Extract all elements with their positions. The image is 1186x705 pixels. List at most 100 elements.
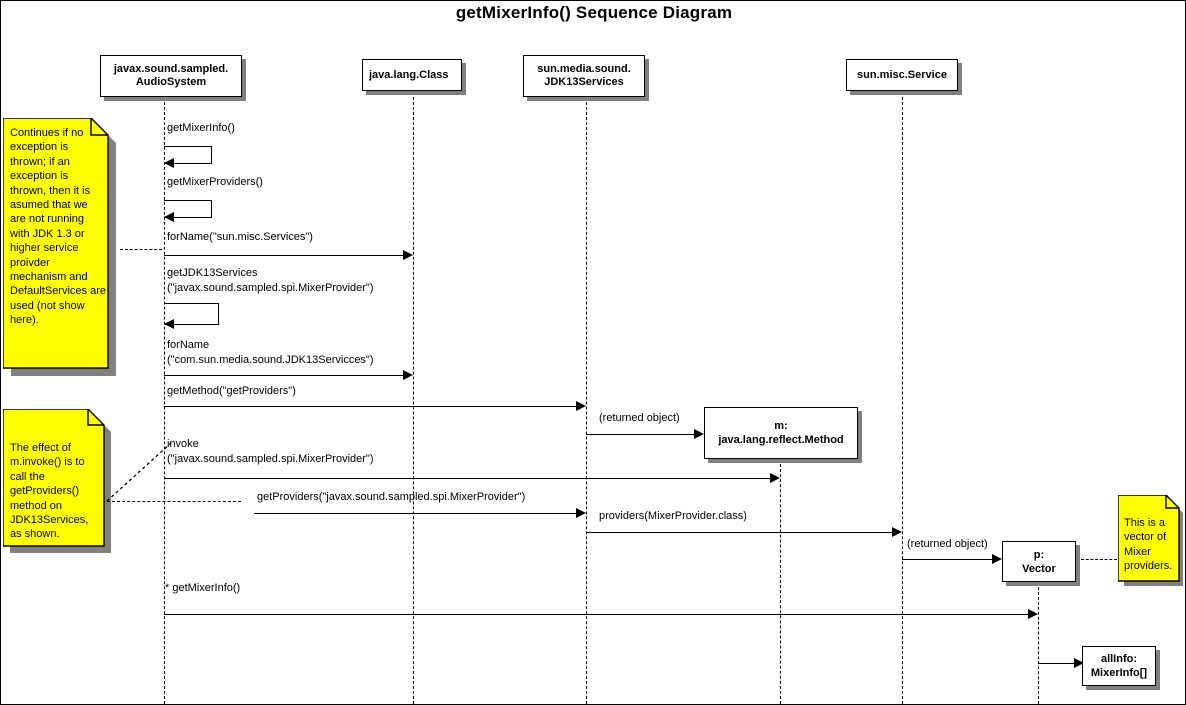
note-text-exception-handling: Continues if no exception is thrown; if … — [3, 118, 116, 332]
message-arrow-returned-object-method — [586, 434, 694, 435]
message-label-getmixerproviders: getMixerProviders() — [167, 176, 263, 188]
message-arrow-forname-services — [164, 255, 407, 256]
message-label-providers: providers(MixerProvider.class) — [599, 510, 747, 522]
arrowhead-right-returned-object-method — [694, 429, 704, 439]
arrowhead-right-getmethod — [576, 401, 586, 411]
message-arrow-returned-object-vector — [902, 559, 992, 560]
lifeline-audiosystem — [164, 97, 165, 704]
note-line: mechanism and — [10, 271, 88, 284]
note-line: higher service — [10, 242, 79, 255]
note-line: with JDK 1.3 or — [10, 227, 85, 240]
message-label-getjdk13services-line1: getJDK13Services — [167, 267, 258, 279]
self-call-getjdk13services — [164, 303, 219, 325]
arrowhead-right-invoke — [770, 473, 780, 483]
object-box-method[interactable]: m: java.lang.reflect.Method — [704, 407, 858, 459]
arrowhead-right-create-allinfo — [1074, 658, 1084, 668]
note-shape-icon — [1118, 495, 1183, 586]
note-line: call the — [10, 470, 45, 483]
note-line: proivder — [10, 256, 50, 269]
message-label-returned-object-method: (returned object) — [599, 412, 680, 424]
participant-header-jdk13services[interactable]: sun.media.sound. JDK13Services — [523, 55, 645, 97]
lifeline-jdk13services — [586, 97, 587, 704]
message-arrow-getmethod — [164, 406, 580, 407]
lifeline-method-object — [780, 464, 781, 704]
note-line: Mixer — [1124, 545, 1151, 558]
note-line: used (not show — [10, 299, 85, 312]
note-line: thrown; if an — [10, 155, 70, 168]
object-label-line1: p: — [1033, 548, 1045, 561]
object-label-line1: allInfo: — [1100, 653, 1138, 665]
note-invoke-effect[interactable]: The effect of m.invoke() is to call the … — [3, 409, 113, 554]
note-exception-handling[interactable]: Continues if no exception is thrown; if … — [3, 118, 116, 376]
participant-label-line2: AudioSystem — [135, 76, 207, 88]
arrowhead-right-star-getmixerinfo — [1028, 609, 1038, 619]
page-title: getMixerInfo() Sequence Diagram — [455, 3, 733, 22]
note-line: here). — [10, 314, 39, 327]
note-line: asumed that we — [10, 199, 88, 212]
self-call-getmixerproviders — [164, 200, 212, 218]
arrowhead-right-getproviders — [576, 508, 586, 518]
note-line: DefaultServices are — [10, 285, 106, 298]
note-line: are not running — [10, 213, 84, 226]
participant-label-line1: javax.sound.sampled. — [113, 63, 229, 75]
object-label-line1: m: — [774, 420, 788, 432]
arrowhead-left-getmixerproviders — [164, 212, 174, 222]
object-label-line2: Vector — [1022, 562, 1056, 575]
object-label-line2: MixerInfo[] — [1090, 667, 1148, 679]
message-label-forname-jdk13servicces-line2: ("com.sun.media.sound.JDK13Servicces") — [167, 354, 374, 366]
lifeline-vector-object — [1038, 582, 1039, 704]
note-line: as shown. — [10, 528, 60, 541]
note-line: vector of — [1124, 531, 1167, 544]
arrowhead-right-forname-services — [403, 250, 413, 260]
message-arrow-create-allinfo — [1038, 663, 1074, 664]
note-text-invoke-effect: The effect of m.invoke() is to call the … — [3, 409, 113, 546]
arrowhead-right-forname-jdk13servicces — [403, 370, 413, 380]
message-label-getmixerinfo: getMixerInfo() — [167, 122, 235, 134]
object-label-line2: java.lang.reflect.Method — [718, 434, 844, 446]
message-label-getjdk13services-line2: ("javax.sound.sampled.spi.MixerProvider"… — [167, 282, 374, 294]
self-call-getmixerinfo — [164, 146, 212, 164]
note-line: The effect of — [10, 442, 71, 454]
participant-label-line2: JDK13Services — [544, 76, 624, 88]
participant-label-line1: java.lang.Class — [369, 68, 449, 81]
note-vector-of-mixer-providers[interactable]: This is a vector of Mixer providers. — [1118, 495, 1184, 587]
message-label-getproviders: getProviders("javax.sound.sampled.spi.Mi… — [257, 491, 526, 503]
message-label-forname-jdk13servicces-line1: forName — [167, 339, 210, 351]
note-connector-3 — [1081, 559, 1117, 560]
note-line: thrown, then it is — [10, 184, 91, 197]
message-arrow-star-getmixerinfo — [164, 614, 1028, 615]
message-arrow-getproviders — [254, 513, 576, 514]
arrowhead-left-getmixerinfo — [164, 158, 174, 168]
participant-header-class[interactable]: java.lang.Class — [362, 59, 462, 91]
object-box-vector[interactable]: p: Vector — [1002, 541, 1076, 582]
note-line: exception is — [10, 141, 69, 154]
participant-label-line1: sun.media.sound. — [537, 63, 631, 75]
note-line: JDK13Services, — [10, 514, 89, 527]
object-box-allinfo[interactable]: allInfo: MixerInfo[] — [1082, 646, 1156, 686]
message-label-returned-object-vector: (returned object) — [907, 538, 988, 550]
arrowhead-right-returned-object-vector — [992, 554, 1002, 564]
lifeline-class — [413, 97, 414, 704]
message-label-forname-services: forName("sun.misc.Services") — [167, 231, 313, 243]
message-label-invoke-line1: invoke — [167, 438, 199, 450]
note-text-vector-of-mixer-providers: This is a vector of Mixer providers. — [1118, 495, 1184, 578]
message-arrow-providers — [586, 532, 892, 533]
note-connector-1 — [120, 249, 162, 250]
note-line: This is a — [1124, 517, 1165, 529]
participant-header-service[interactable]: sun.misc.Service — [846, 59, 958, 91]
message-arrow-forname-jdk13servicces — [164, 375, 407, 376]
note-line: providers. — [1124, 560, 1173, 573]
participant-label-line1: sun.misc.Service — [857, 68, 947, 81]
lifeline-service — [902, 97, 903, 704]
note-connector-2-diagonal — [106, 442, 172, 502]
message-label-invoke-line2: ("javax.sound.sampled.spi.MixerProvider"… — [167, 453, 374, 465]
arrowhead-left-getjdk13services — [164, 319, 174, 329]
note-line: m.invoke() is to — [10, 456, 85, 469]
message-label-getmethod: getMethod("getProviders") — [167, 385, 296, 397]
note-line: getProviders() — [10, 485, 80, 498]
arrowhead-right-providers — [892, 527, 902, 537]
note-line: Continues if no — [10, 127, 84, 139]
participant-header-audiosystem[interactable]: javax.sound.sampled. AudioSystem — [100, 55, 242, 97]
note-shape-icon — [3, 409, 111, 553]
